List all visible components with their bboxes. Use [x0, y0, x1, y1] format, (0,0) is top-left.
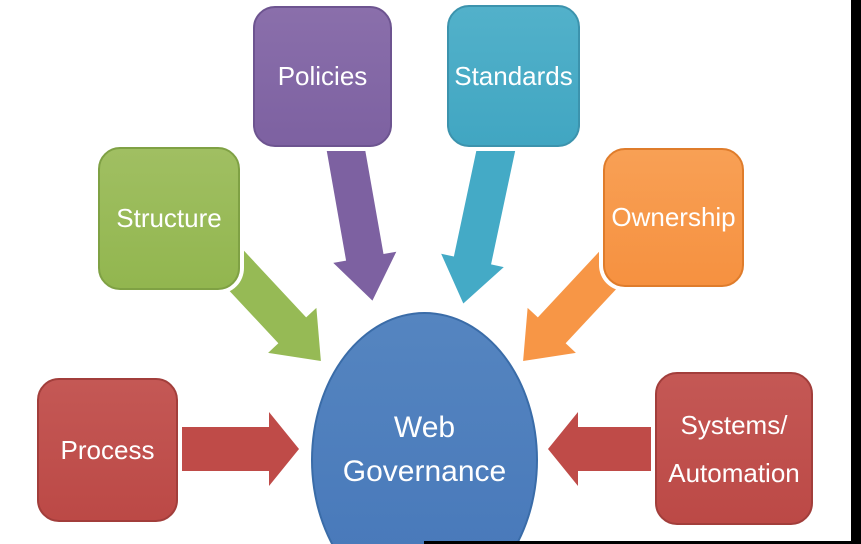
- center-label-line2: Governance: [342, 455, 507, 488]
- center-label-line1: Web: [393, 411, 456, 444]
- systems-label-line2: Automation: [668, 457, 800, 488]
- systems-arrow: [548, 412, 658, 486]
- policies-label: Policies: [277, 61, 368, 91]
- structure-box: Structure: [98, 147, 240, 290]
- standards-label: Standards: [454, 60, 573, 91]
- web-governance-label: Web Governance: [313, 406, 536, 494]
- process-arrow: [176, 412, 299, 486]
- policies-box: Policies: [253, 6, 392, 147]
- ownership-box: Ownership: [603, 148, 744, 287]
- standards-box: Standards: [447, 5, 580, 147]
- right-black-bar: [851, 0, 861, 544]
- standards-arrow: [441, 141, 516, 304]
- process-label: Process: [60, 434, 155, 465]
- process-box: Process: [37, 378, 178, 522]
- bottom-black-bar: [424, 541, 861, 544]
- systems-automation-box: Systems/ Automation: [655, 372, 813, 525]
- policies-arrow: [326, 141, 397, 301]
- ownership-label: Ownership: [611, 202, 736, 232]
- structure-label: Structure: [116, 203, 222, 233]
- systems-label-line1: Systems/: [680, 409, 788, 440]
